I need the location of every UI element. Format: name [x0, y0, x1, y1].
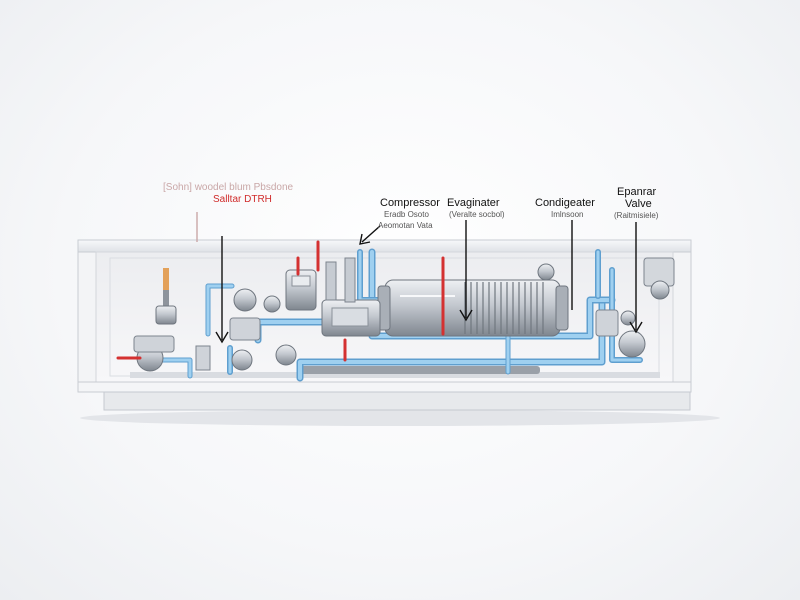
base-rails	[130, 366, 660, 378]
callout-leaders	[196, 212, 643, 344]
compressor-sublabel-2: Aeomotan Vata	[378, 221, 433, 230]
condenser-sublabel: Imlnsoon	[551, 210, 584, 219]
evaporator-cylinder	[377, 279, 569, 337]
faded-caption: [Sohn] woodel blum Pbsdone	[163, 182, 294, 193]
compressor-unit	[229, 257, 381, 366]
compressor-sublabel-1: Eradb Osoto	[384, 210, 429, 219]
expansion-valve-assembly	[537, 257, 675, 358]
evaporator-label: Evaginater	[447, 197, 500, 209]
compressor-label: Compressor	[380, 197, 440, 209]
expansion-valve-label-line1: Epanrar	[617, 186, 657, 198]
expansion-valve-label-line2: Valve	[625, 198, 652, 210]
left-valve-assembly	[133, 268, 253, 372]
hot-line-accents	[116, 240, 445, 362]
ground-shadow	[80, 410, 720, 426]
condenser-label: Condigeater	[535, 197, 595, 209]
expansion-valve-sublabel: (Raitmisiele)	[614, 211, 659, 220]
evaporator-sublabel: (Veralte socbol)	[449, 210, 505, 219]
red-caption: Salltar DTRH	[213, 194, 272, 205]
